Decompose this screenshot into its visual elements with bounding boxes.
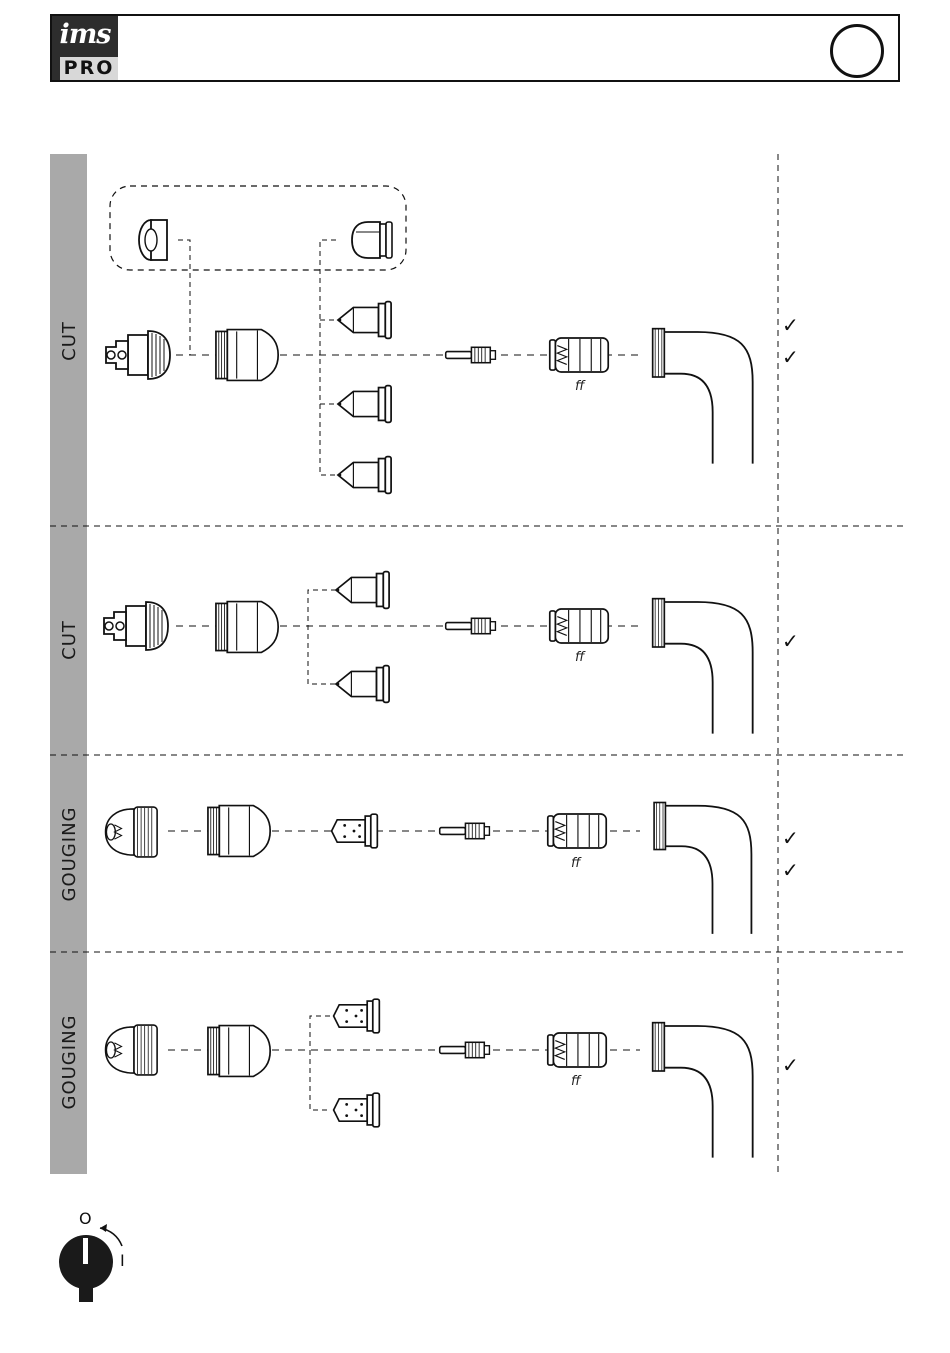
- switch-on-label: I: [120, 1251, 125, 1270]
- torch-handle: [653, 599, 753, 734]
- ff-label: ff: [571, 856, 582, 871]
- ff-label: ff: [575, 650, 586, 665]
- spacer-ring: [139, 220, 167, 260]
- diffuser: [550, 609, 608, 643]
- diffuser: [548, 1033, 606, 1067]
- gouging-nozzle: [334, 999, 380, 1033]
- shield-cap: [106, 331, 170, 379]
- power-switch: O I: [59, 1209, 125, 1302]
- electrode: [440, 823, 490, 838]
- gouging-nozzle: [334, 1093, 380, 1127]
- check-mark-icon: ✓: [782, 858, 799, 882]
- nozzle: [338, 302, 391, 339]
- row-gouging-2: ff ✓: [106, 999, 799, 1157]
- gouging-nozzle: [332, 814, 378, 848]
- swirl-ring: [208, 1026, 270, 1077]
- swirl-ring: [216, 330, 278, 381]
- ff-label: ff: [575, 379, 586, 394]
- nozzle: [338, 386, 391, 423]
- check-mark-icon: ✓: [782, 345, 799, 369]
- shield-cap: [104, 602, 168, 650]
- section-label-gouging: GOUGING: [59, 1015, 80, 1110]
- torch-handle: [653, 1023, 753, 1158]
- diffuser: [548, 814, 606, 848]
- gouging-shield-cap: [106, 1025, 158, 1075]
- nozzle: [336, 666, 389, 703]
- diffuser: [550, 338, 608, 372]
- check-mark-icon: ✓: [782, 629, 799, 653]
- electrode: [446, 618, 496, 633]
- electrode: [440, 1042, 490, 1057]
- section-label-cut: CUT: [59, 321, 80, 361]
- swirl-ring: [208, 806, 270, 857]
- check-mark-icon: ✓: [782, 313, 799, 337]
- check-mark-icon: ✓: [782, 826, 799, 850]
- section-label-gouging: GOUGING: [59, 807, 80, 902]
- electrode: [446, 347, 496, 362]
- check-mark-icon: ✓: [782, 1053, 799, 1077]
- row-cut-2: ff ✓: [104, 572, 799, 734]
- section-label-cut: CUT: [59, 620, 80, 660]
- ff-label: ff: [571, 1074, 582, 1089]
- contact-tip: [352, 222, 392, 258]
- row-gouging-1: ff ✓ ✓: [106, 802, 799, 933]
- torch-handle: [653, 329, 753, 464]
- gouging-shield-cap: [106, 807, 158, 857]
- row-cut-1: ff ✓ ✓: [106, 186, 799, 493]
- switch-off-label: O: [79, 1209, 92, 1228]
- nozzle: [338, 457, 391, 494]
- nozzle: [336, 572, 389, 609]
- torch-handle: [654, 802, 751, 933]
- swirl-ring: [216, 602, 278, 653]
